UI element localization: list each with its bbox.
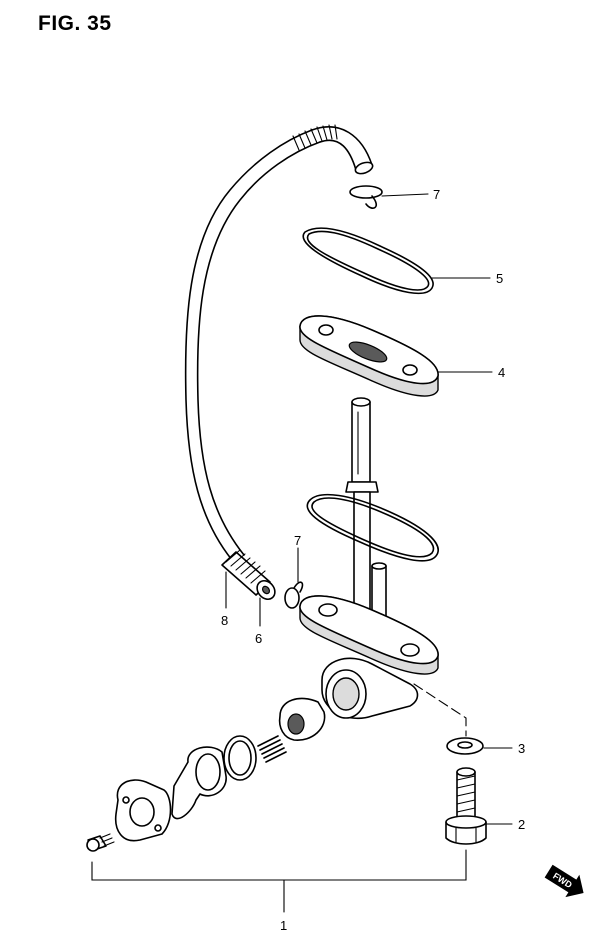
callout-7-bottom: 7	[294, 533, 301, 548]
mounting-plate	[299, 315, 439, 397]
callout-1: 1	[280, 918, 287, 933]
washer	[446, 737, 484, 755]
hose-clip-top	[349, 185, 383, 209]
fuel-hose	[184, 124, 374, 601]
callout-2: 2	[518, 817, 525, 832]
callout-7-top: 7	[433, 187, 440, 202]
valve-internals	[86, 697, 326, 852]
callout-5: 5	[496, 271, 503, 286]
figure-title: FIG. 35	[38, 12, 112, 35]
callout-4: 4	[498, 365, 505, 380]
fwd-direction-arrow: FWD	[544, 864, 584, 898]
hose-clip-bottom	[284, 581, 304, 609]
leader-lines	[91, 193, 513, 913]
cover-screw	[86, 833, 115, 852]
callout-6: 6	[255, 631, 262, 646]
fuel-cock-body	[299, 397, 439, 720]
callout-8: 8	[221, 613, 228, 628]
callout-3: 3	[518, 741, 525, 756]
callout-labels: 7 5 4 7 8 6 3 2 1	[221, 187, 525, 933]
bolt	[445, 767, 487, 845]
gasket-oring	[302, 227, 434, 295]
hose-bottom-ribs	[221, 549, 276, 601]
hose-top-ribs	[292, 124, 338, 151]
